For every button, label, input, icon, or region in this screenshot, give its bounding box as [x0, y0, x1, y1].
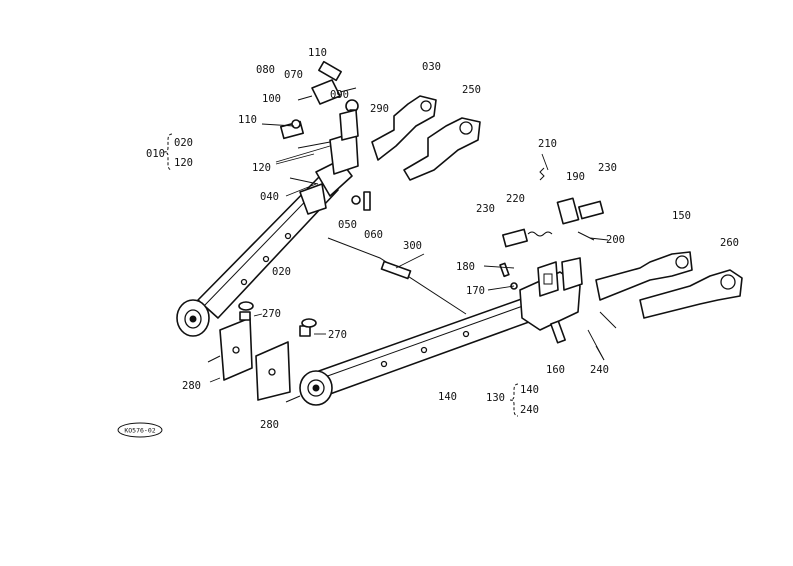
label-260: 260	[720, 237, 739, 249]
label-070: 070	[284, 69, 303, 81]
label-220: 220	[506, 193, 525, 205]
label-110-top: 110	[308, 47, 327, 59]
label-140-link: 140	[438, 391, 457, 403]
label-030: 030	[422, 61, 441, 73]
leader-lines	[209, 123, 609, 383]
label-240-group: 240	[520, 404, 539, 416]
label-270-right: 270	[328, 329, 347, 341]
label-130: 130	[486, 392, 505, 404]
drawing-stamp: KO576-02	[117, 422, 163, 438]
check-rod	[327, 237, 467, 315]
top-small-parts	[279, 60, 371, 211]
lift-arm-030	[371, 95, 437, 161]
label-190: 190	[566, 171, 585, 183]
label-060: 060	[364, 229, 383, 241]
label-050: 050	[338, 219, 357, 231]
hitch-brackets	[207, 301, 317, 403]
label-210: 210	[538, 138, 557, 150]
label-170: 170	[466, 285, 485, 297]
label-200: 200	[606, 234, 625, 246]
label-250: 250	[462, 84, 481, 96]
label-090: 090	[330, 89, 349, 101]
label-290: 290	[370, 103, 389, 115]
label-230-right: 230	[598, 162, 617, 174]
label-120-group: 120	[174, 157, 193, 169]
label-270-left: 270	[262, 308, 281, 320]
label-120-left: 120	[252, 162, 271, 174]
right-small-parts	[499, 167, 617, 344]
label-150: 150	[672, 210, 691, 222]
lift-arm-150	[595, 251, 693, 301]
label-020-link: 020	[272, 266, 291, 278]
label-240-right: 240	[590, 364, 609, 376]
group-brace-010	[163, 133, 173, 171]
label-100: 100	[262, 93, 281, 105]
stamp-text: KO576-02	[124, 427, 155, 435]
label-080: 080	[256, 64, 275, 76]
label-180: 180	[456, 261, 475, 273]
part-labels: 010 020 120 110 030 080 070 100 090 250 …	[146, 47, 739, 431]
label-280-bottom: 280	[260, 419, 279, 431]
label-110-left: 110	[238, 114, 257, 126]
label-020-group: 020	[174, 137, 193, 149]
label-040: 040	[260, 191, 279, 203]
label-230-left: 230	[476, 203, 495, 215]
group-brace-130	[509, 383, 519, 417]
label-300: 300	[403, 240, 422, 252]
lift-arm-260	[639, 269, 743, 319]
lower-link-right	[299, 257, 583, 406]
label-010: 010	[146, 148, 165, 160]
label-140-group: 140	[520, 384, 539, 396]
label-280-left: 280	[182, 380, 201, 392]
lift-arm-250	[403, 117, 481, 181]
label-160: 160	[546, 364, 565, 376]
